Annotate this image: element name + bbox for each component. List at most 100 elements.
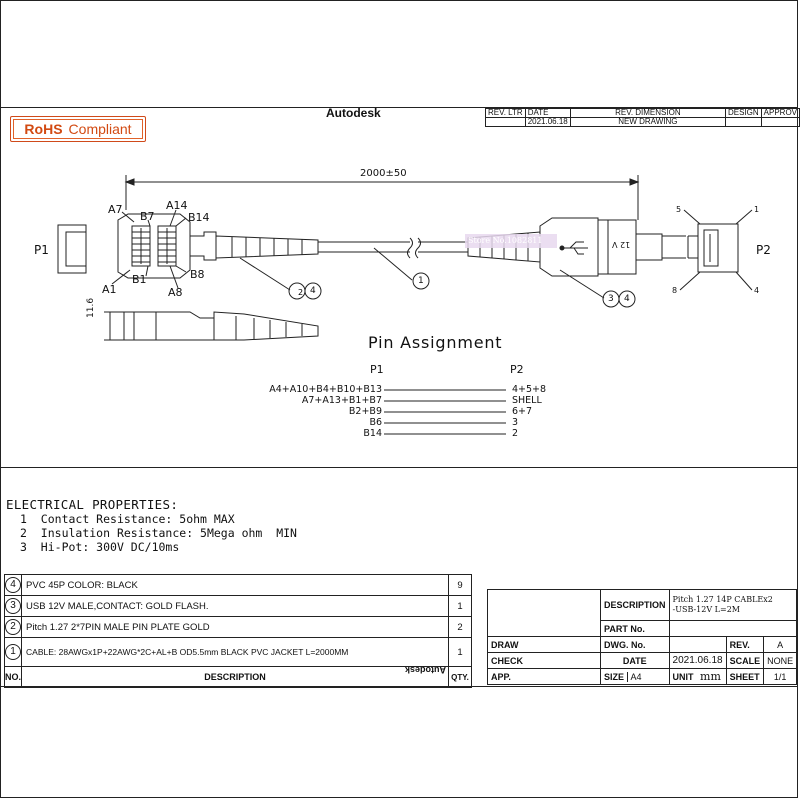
pin-row-3-p1: B2+B9: [348, 406, 382, 417]
pin-b8-label: B8: [190, 268, 205, 281]
bom-footer-qty: QTY.: [448, 666, 473, 688]
description-value: Pitch 1.27 14P CABLEx2 -USB-12V L=2M: [668, 589, 798, 621]
p1-strain-relief: [215, 235, 319, 259]
cable-drawing: 2: [57, 175, 753, 435]
bom-item-no: 4: [5, 577, 21, 593]
bom-item-no: 3: [5, 598, 21, 614]
sheet-label: SHEET: [725, 668, 765, 685]
check-label: CHECK: [487, 652, 601, 669]
pin-row-2-p1: A7+A13+B1+B7: [301, 395, 382, 406]
pin-row-5-p1: B14: [363, 428, 382, 439]
p1-pin-block-a: [131, 225, 151, 267]
bom-qty: 2: [448, 616, 473, 638]
p1-boot-collar: [189, 231, 217, 261]
pin-col-p1: P1: [370, 363, 384, 376]
balloon-1-text: 1: [418, 276, 424, 286]
p1-pin-block-b: [157, 225, 177, 267]
bom-footer-description-label: DESCRIPTION: [204, 672, 266, 682]
p1-connector-body: [117, 213, 191, 279]
height-dimension: 11.6: [86, 297, 96, 318]
usb-logo-dot: [559, 245, 565, 251]
balloon-1: [412, 272, 430, 290]
bom-item-no: 2: [5, 619, 21, 635]
description-line-1: Pitch 1.27 14P CABLEx2: [672, 595, 773, 604]
bom-footer-no: NO.: [3, 666, 23, 688]
rev-value: A: [763, 636, 798, 653]
pin-b1-label: B1: [132, 273, 147, 286]
electrical-item-text: Contact Resistance: 5ohm MAX: [40, 512, 235, 526]
p2-pin-4-label: 4: [754, 286, 760, 295]
balloon-p1-b: [304, 282, 322, 300]
balloon-p2-b-text: 4: [624, 294, 630, 304]
bom-description: PVC 45P COLOR: BLACK: [21, 574, 450, 596]
pin-a8-label: A8: [168, 286, 183, 299]
unit-label: UNIT: [672, 672, 694, 682]
p2-connector-body: [539, 217, 599, 277]
rev-cell-approv: [760, 117, 800, 127]
draw-label: DRAW: [487, 636, 601, 653]
electrical-item: 3 Hi-Pot: 300V DC/10ms: [6, 540, 297, 554]
pin-row-1-p1: A4+A10+B4+B10+B13: [269, 384, 382, 395]
bom-table: 4 PVC 45P COLOR: BLACK 9 3 USB 12V MALE,…: [3, 574, 473, 688]
cable-break-b: [415, 237, 421, 259]
bom-description: USB 12V MALE,CONTACT: GOLD FLASH.: [21, 595, 450, 617]
description-line-2: -USB-12V L=2M: [672, 605, 740, 614]
balloon-1-leader: [373, 247, 413, 281]
dimension-arrow-left: [124, 178, 135, 186]
watermark-text: Store No.1082811: [468, 236, 543, 245]
dimension-arrow-right: [629, 178, 640, 186]
sheet-value: 1/1: [763, 668, 798, 685]
electrical-item-no: 3: [20, 540, 27, 554]
rohs-badge: RoHS Compliant: [10, 116, 146, 142]
electrical-properties: ELECTRICAL PROPERTIES: 1 Contact Resista…: [6, 497, 297, 555]
rohs-label: RoHS: [24, 121, 63, 137]
p2-pin-5-label: 5: [676, 205, 682, 214]
bom-qty: 1: [448, 637, 473, 667]
pin-row-2-p2: SHELL: [512, 395, 542, 406]
description-label: DESCRIPTION: [600, 589, 670, 621]
app-label: APP.: [487, 668, 601, 685]
bom-row: 4 PVC 45P COLOR: BLACK 9: [3, 574, 473, 596]
bom-row: 3 USB 12V MALE,CONTACT: GOLD FLASH. 1: [3, 595, 473, 617]
bom-footer-description: DESCRIPTION Autodesk: [21, 665, 450, 688]
p2-marking: 12 V: [612, 240, 631, 249]
bom-row: 1 CABLE: 28AWGx1P+22AWG*2C+AL+B OD5.5mm …: [3, 637, 473, 667]
p2-face-outer: [697, 223, 739, 273]
scale-value: NONE: [763, 652, 798, 669]
balloon-p2-b: [618, 290, 636, 308]
usb-logo: [562, 241, 588, 255]
compliant-label: Compliant: [68, 121, 132, 137]
p2-pin-1-label: 1: [754, 205, 760, 214]
pin-assignment-title: Pin Assignment: [368, 333, 503, 352]
part-no-label: PART No.: [600, 620, 670, 637]
balloon-p2-a-text: 3: [608, 294, 614, 304]
bom-footer: NO. DESCRIPTION Autodesk QTY.: [3, 665, 473, 688]
pin-row-4-p1: B6: [369, 417, 382, 428]
bom-item-no: 1: [5, 644, 21, 660]
electrical-item-no: 2: [20, 526, 27, 540]
bom-qty: 9: [448, 574, 473, 596]
balloon-p1-a-text: 2: [298, 288, 303, 297]
unit-cell: UNIT mm: [668, 668, 727, 685]
connector-p1-label: P1: [34, 243, 49, 257]
title-block: DESCRIPTION Pitch 1.27 14P CABLEx2 -USB-…: [487, 589, 798, 685]
bom-qty: 1: [448, 595, 473, 617]
bom-description: CABLE: 28AWGx1P+22AWG*2C+AL+B OD5.5mm BL…: [21, 637, 450, 667]
unit-value: mm: [700, 670, 721, 683]
pin-b14-label: B14: [188, 211, 210, 224]
pin-row-1-p2: 4+5+8: [512, 384, 547, 395]
scale-label: SCALE: [725, 652, 765, 669]
p2-face-port: [703, 229, 719, 267]
size-value: A4: [626, 671, 642, 682]
pin-row-4-p2: 3: [512, 417, 519, 428]
size-cell: SIZE A4: [600, 668, 670, 685]
electrical-item-text: Hi-Pot: 300V DC/10ms: [40, 540, 180, 554]
electrical-title: ELECTRICAL PROPERTIES:: [6, 497, 179, 512]
p2-pin-8-label: 8: [672, 286, 678, 295]
date-value: 2021.06.18: [668, 652, 727, 669]
electrical-item-no: 1: [20, 512, 27, 526]
pin-a1-label: A1: [102, 283, 117, 296]
pin-row-5-p2: 2: [512, 428, 519, 439]
revision-table: REV. LTR DATE REV. DIMENSION DESIGN APPR…: [485, 108, 800, 127]
